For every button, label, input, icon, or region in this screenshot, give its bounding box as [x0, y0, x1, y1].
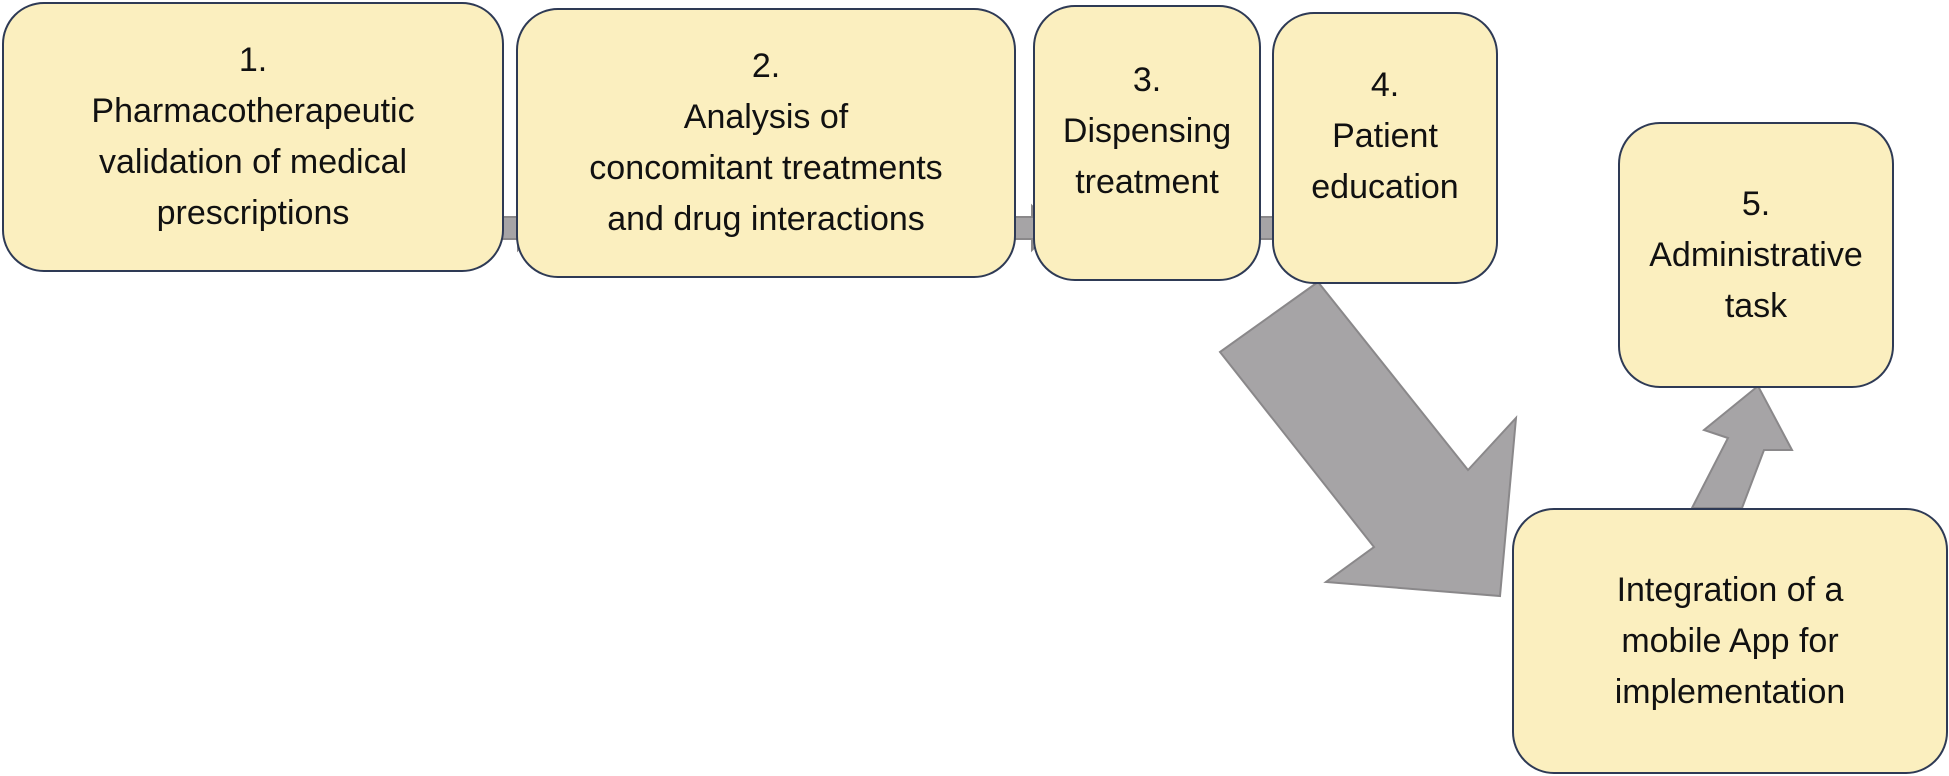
- step-1-number: 1.: [238, 41, 268, 79]
- step-5-number: 5.: [1741, 184, 1771, 223]
- step-5-line-1: Administrative: [1649, 235, 1863, 274]
- step-3-box: 3. Dispensing treatment: [1033, 5, 1261, 281]
- step-3-line-2: treatment: [1075, 163, 1219, 201]
- mobile-app-line-2: mobile App for: [1621, 621, 1839, 660]
- step-1-box: 1. Pharmacotherapeutic validation of med…: [2, 2, 504, 272]
- step-4-line-1: Patient: [1332, 117, 1438, 155]
- step-4-line-2: education: [1311, 168, 1459, 206]
- step-2-number: 2.: [751, 47, 781, 85]
- step-2-line-2: concomitant treatments: [589, 149, 943, 187]
- step-2-line-3: and drug interactions: [607, 200, 925, 238]
- mobile-app-line-1: Integration of a: [1616, 570, 1844, 609]
- step-4-number: 4.: [1370, 66, 1400, 104]
- step-4-box: 4. Patient education: [1272, 12, 1498, 284]
- step-1-line-2: validation of medical: [98, 143, 408, 181]
- step-2-box: 2. Analysis of concomitant treatments an…: [516, 8, 1016, 278]
- step-3-number: 3.: [1132, 61, 1162, 99]
- mobile-app-box: Integration of a mobile App for implemen…: [1512, 508, 1948, 774]
- step-5-line-2: task: [1724, 286, 1788, 325]
- process-reengineering-arrow: [1218, 280, 1518, 598]
- step-1-line-3: prescriptions: [156, 194, 350, 232]
- mobile-app-line-3: implementation: [1614, 672, 1846, 711]
- step-1-line-1: Pharmacotherapeutic: [91, 92, 415, 130]
- step-3-line-1: Dispensing: [1062, 112, 1232, 150]
- arrow-app-to-step5: [1690, 384, 1794, 509]
- step-2-line-1: Analysis of: [683, 98, 849, 136]
- step-5-box: 5. Administrative task: [1618, 122, 1894, 388]
